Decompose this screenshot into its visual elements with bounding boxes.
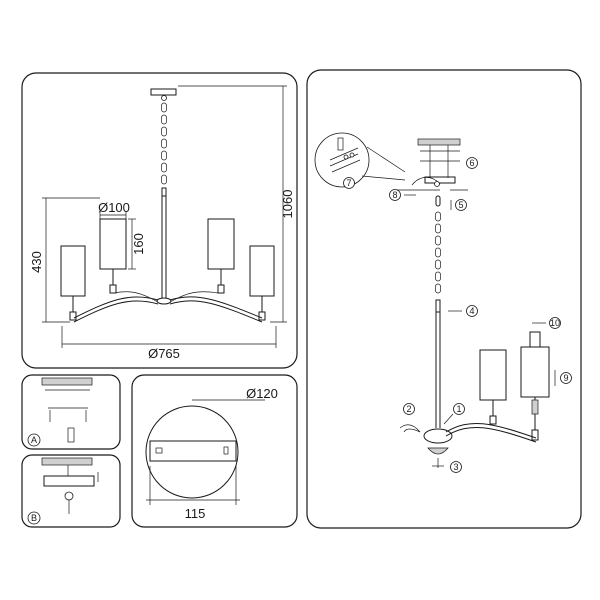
canopy-panel: Ø120 115 (131, 374, 298, 528)
shade-inner-left (99, 218, 127, 294)
shade-diameter-label: Ø100 (98, 200, 130, 215)
step-5-marker: 5 (450, 199, 467, 211)
step-6-label: 6 (469, 158, 474, 168)
step-6-marker: 6 (466, 157, 478, 169)
step-3-marker: 3 (432, 461, 462, 473)
step-7-label: 7 (346, 178, 351, 188)
detail-b-label: B (31, 513, 37, 523)
chain (161, 102, 167, 185)
step-7-marker: 7 (343, 177, 355, 189)
canopy-width-label: 115 (185, 506, 206, 521)
step-10-label: 10 (550, 318, 560, 328)
step-4-label: 4 (469, 306, 474, 316)
zoom-detail (314, 132, 406, 188)
step-5-label: 5 (458, 200, 463, 210)
arm-height-dimension-label: 430 (29, 251, 44, 273)
canopy-diameter-label: Ø120 (246, 386, 278, 401)
width-dimension-label: Ø765 (148, 346, 180, 361)
step-1-marker: 1 (443, 403, 465, 425)
detail-b-panel: B (21, 454, 121, 528)
step-1-label: 1 (456, 404, 461, 414)
shade-inner-right (207, 218, 235, 294)
detail-a-label: A (31, 435, 37, 445)
step-9-marker: 9 (554, 370, 572, 386)
step-10-marker: 10 (532, 317, 561, 329)
shade-height-label: 160 (131, 233, 146, 255)
detail-a-panel: A (21, 374, 121, 450)
step-8-label: 8 (392, 190, 397, 200)
assembly-chain (435, 195, 441, 294)
step-8-marker: 8 (389, 189, 416, 201)
shade-far-left (60, 245, 86, 321)
shade-far-right (249, 245, 275, 321)
step-4-marker: 4 (448, 305, 478, 317)
main-dimension-panel: 1060 430 Ø100 160 Ø765 (21, 72, 298, 369)
step-2-marker: 2 (399, 403, 421, 433)
height-dimension-label: 1060 (280, 190, 295, 219)
assembly-shade-1 (479, 349, 507, 425)
assembly-shade-2 (520, 331, 550, 441)
step-9-label: 9 (563, 373, 568, 383)
assembly-panel: 1 2 3 4 5 6 7 (306, 69, 582, 529)
step-2-label: 2 (406, 404, 411, 414)
step-3-label: 3 (453, 462, 458, 472)
